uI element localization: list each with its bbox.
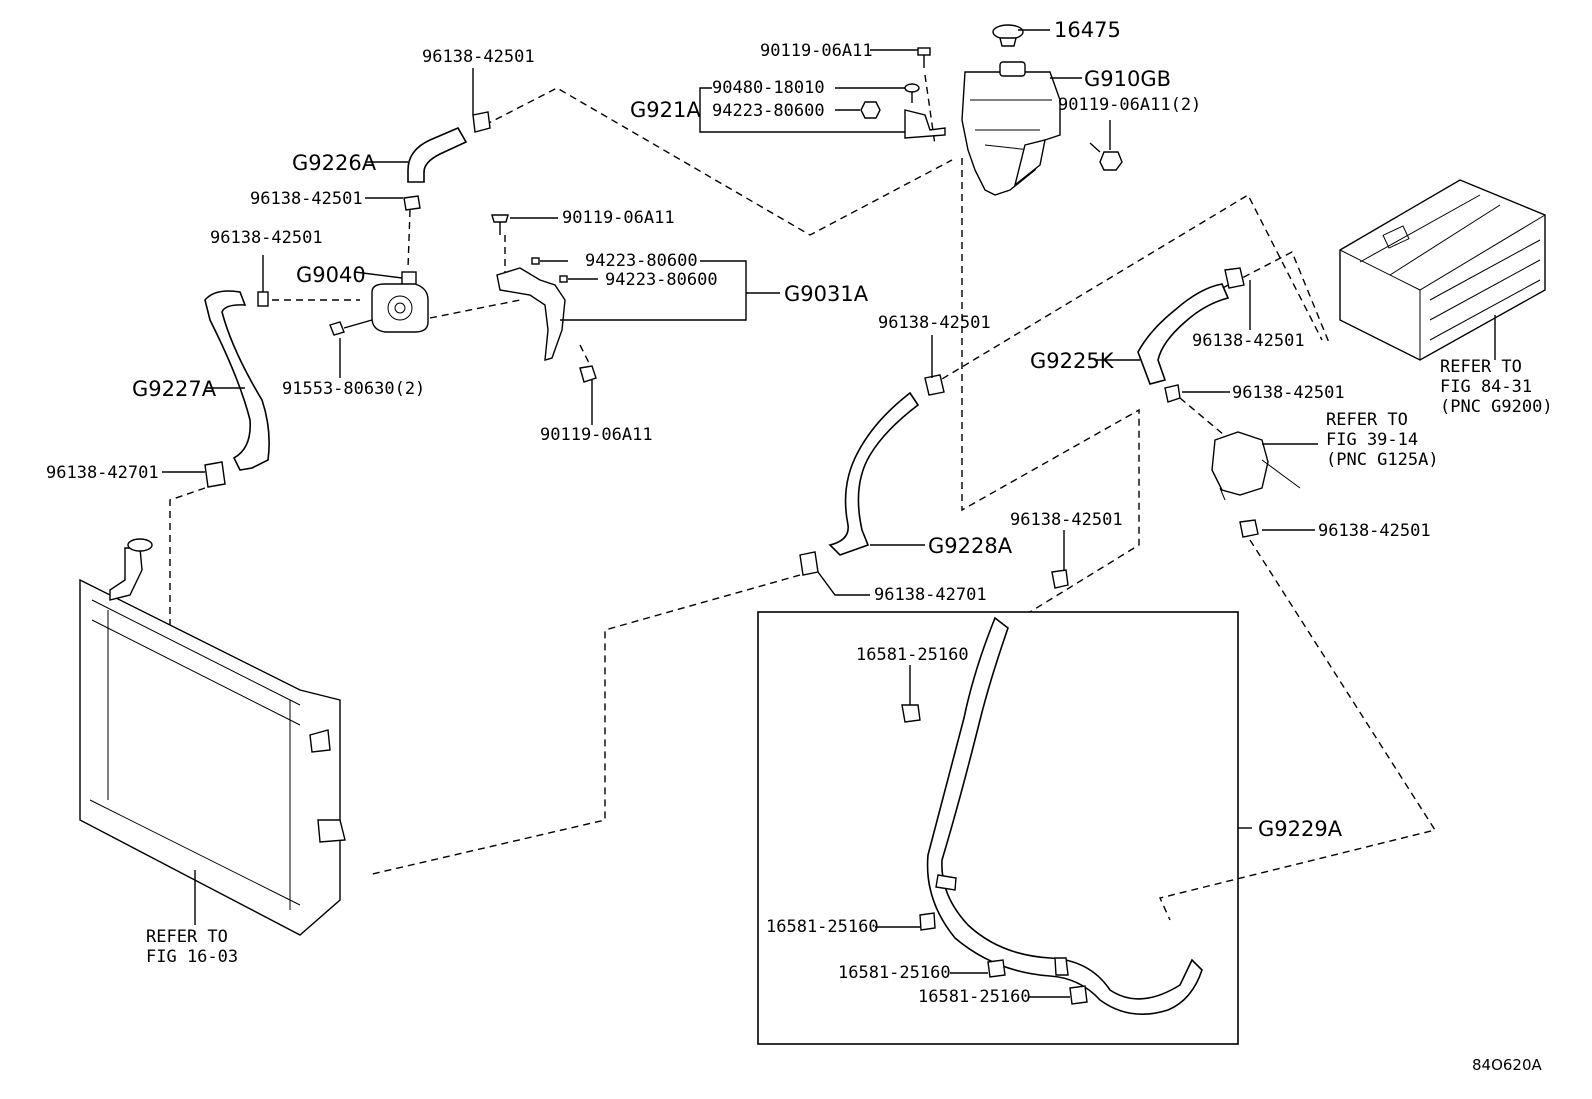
bolt-91553 <box>329 319 373 336</box>
label-96138-42501-box: 96138-42501 <box>1010 510 1123 530</box>
label-16475: 16475 <box>1054 18 1121 42</box>
hose-g9225k <box>1137 283 1230 385</box>
hose-g9226a <box>407 126 468 183</box>
label-90119-06a11-bottom: 90119-06A11 <box>540 425 653 445</box>
clip-16581-b <box>919 912 936 931</box>
label-90119-06a11-bracket: 90119-06A11 <box>562 208 675 228</box>
label-96138-42501-top: 96138-42501 <box>422 47 535 67</box>
ref-valve-line2: FIG 39-14 <box>1326 430 1418 450</box>
clamp-96138-inv <box>1224 267 1245 289</box>
label-g9031a: G9031A <box>784 282 869 306</box>
reservoir-tank <box>961 61 1061 196</box>
label-96138-42701-left: 96138-42701 <box>46 463 159 483</box>
clamp-96138-42701-mid <box>799 551 819 576</box>
clamp-96138-valve <box>1164 384 1181 403</box>
radiator <box>79 538 346 936</box>
label-96138-42701-mid: 96138-42701 <box>874 585 987 605</box>
reference-inverter: REFER TO FIG 84-31 (PNC G9200) <box>1440 357 1553 417</box>
nut-94223-tank <box>860 101 881 119</box>
label-94223-80600-a: 94223-80600 <box>585 251 698 271</box>
clip-90480 <box>904 83 920 103</box>
reference-radiator: REFER TO FIG 16-03 <box>146 927 238 967</box>
reservoir-cap <box>992 24 1024 47</box>
ref-radiator-line1: REFER TO <box>146 927 228 947</box>
clip-16581-d <box>1069 985 1088 1005</box>
ref-radiator-line2: FIG 16-03 <box>146 947 238 967</box>
water-pump-g9040 <box>371 271 429 333</box>
clamp-96138-42701-left <box>204 461 226 488</box>
label-94223-80600-b: 94223-80600 <box>605 270 718 290</box>
label-g9229a: G9229A <box>1258 817 1343 841</box>
clamp-96138-pump <box>403 195 421 211</box>
label-g921a: G921A <box>630 98 701 122</box>
label-16581-25160-d: 16581-25160 <box>918 987 1031 1007</box>
bolt-90119-bottom <box>579 365 597 383</box>
label-90480-18010: 90480-18010 <box>712 78 825 98</box>
label-g9225k: G9225K <box>1030 349 1115 373</box>
clamp-96138-mid <box>924 374 945 396</box>
clip-16581-c <box>987 959 1006 978</box>
label-96138-42501-valve: 96138-42501 <box>1232 383 1345 403</box>
connection-lines <box>117 74 1437 921</box>
ref-inverter-line2: FIG 84-31 <box>1440 377 1532 397</box>
bolt-90119-top <box>917 47 931 68</box>
label-96138-42501-left: 96138-42501 <box>210 228 323 248</box>
label-90119-06a11-top: 90119-06A11 <box>760 41 873 61</box>
clamp-96138-box <box>1051 569 1069 589</box>
label-16581-25160-b: 16581-25160 <box>766 917 879 937</box>
label-g9040: G9040 <box>296 263 366 287</box>
label-g9226a: G9226A <box>292 151 377 175</box>
label-g9228a: G9228A <box>928 534 1013 558</box>
label-96138-42501-lower: 96138-42501 <box>1318 521 1431 541</box>
clamp-96138-left <box>257 291 269 307</box>
label-g910gb: G910GB <box>1084 67 1171 91</box>
clamp-96138-lower <box>1239 519 1259 538</box>
inverter-assembly <box>1339 179 1546 361</box>
g9229a-hose-box <box>757 611 1239 1045</box>
bolt-90119-tank2 <box>1089 142 1123 171</box>
nut-94223-a <box>531 257 540 265</box>
bolt-90119-bracket <box>491 214 509 235</box>
clip-16581-a <box>901 704 921 723</box>
ref-valve-line3: (PNC G125A) <box>1326 450 1439 470</box>
pump-bracket-g9031a <box>496 267 566 361</box>
label-90119-06a11-2: 90119-06A11(2) <box>1058 95 1201 115</box>
tank-bracket <box>904 109 946 139</box>
coolant-valve <box>1211 431 1301 501</box>
label-91553-80630-2: 91553-80630(2) <box>282 379 425 399</box>
label-96138-42501-mid: 96138-42501 <box>878 313 991 333</box>
nut-94223-b <box>559 275 568 283</box>
reference-valve: REFER TO FIG 39-14 (PNC G125A) <box>1326 410 1439 470</box>
leader-lines <box>162 29 1496 998</box>
hose-g9228a <box>828 391 920 556</box>
label-16581-25160-c: 16581-25160 <box>838 963 951 983</box>
label-96138-42501-pump: 96138-42501 <box>250 189 363 209</box>
label-94223-80600-tank: 94223-80600 <box>712 101 825 121</box>
ref-inverter-line3: (PNC G9200) <box>1440 397 1553 417</box>
label-16581-25160-a: 16581-25160 <box>856 645 969 665</box>
label-g9227a: G9227A <box>132 377 217 401</box>
clamp-96138-top <box>472 111 491 133</box>
ref-inverter-line1: REFER TO <box>1440 357 1522 377</box>
drawing-code: 84O620A <box>1472 1056 1543 1074</box>
label-96138-42501-inv: 96138-42501 <box>1192 331 1305 351</box>
hose-g9227a <box>204 290 270 471</box>
ref-valve-line1: REFER TO <box>1326 410 1408 430</box>
part-labels: 16475 90119-06A11 90480-18010 G921A 9422… <box>46 18 1431 1007</box>
